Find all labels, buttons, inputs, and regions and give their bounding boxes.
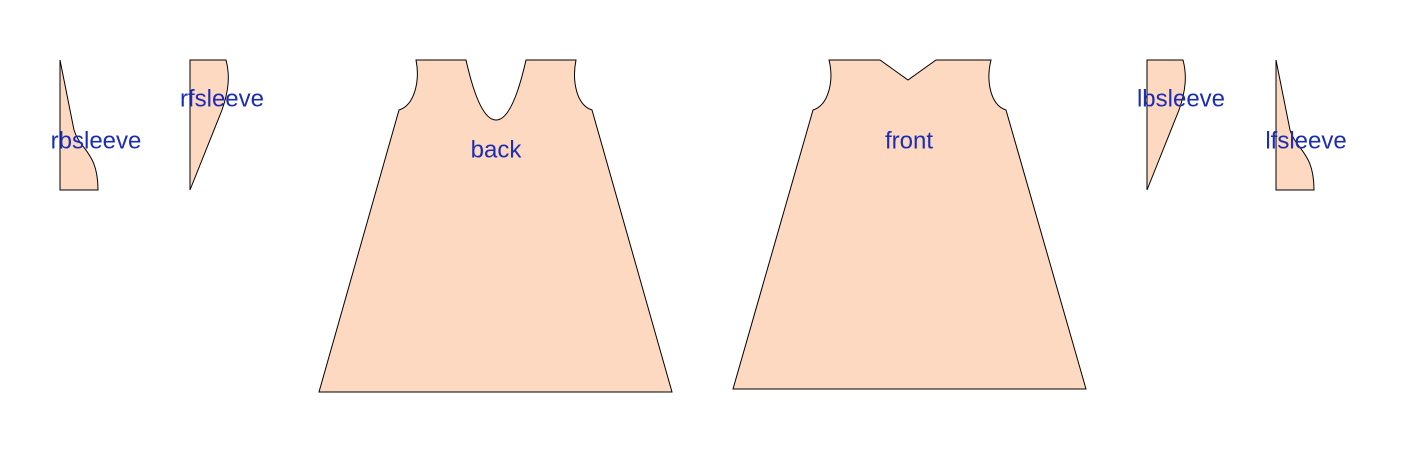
- lfsleeve-piece[interactable]: [1275, 59, 1315, 191]
- front-group: front: [732, 59, 1087, 390]
- rbsleeve-group: rbsleeve: [51, 59, 142, 191]
- front-piece[interactable]: [732, 59, 1087, 390]
- front-label: front: [885, 127, 933, 154]
- lbsleeve-label: lbsleeve: [1137, 85, 1225, 112]
- rbsleeve-label: rbsleeve: [51, 127, 142, 154]
- lfsleeve-label: lfsleeve: [1265, 127, 1346, 154]
- lfsleeve-group: lfsleeve: [1265, 59, 1347, 191]
- rfsleeve-label: rfsleeve: [180, 85, 264, 112]
- back-group: back: [318, 59, 673, 393]
- lbsleeve-piece[interactable]: [1146, 59, 1186, 191]
- back-piece[interactable]: [318, 59, 673, 393]
- rfsleeve-group: rfsleeve: [180, 59, 264, 191]
- rbsleeve-piece[interactable]: [59, 59, 99, 191]
- rfsleeve-piece[interactable]: [189, 59, 229, 191]
- lbsleeve-group: lbsleeve: [1137, 59, 1225, 191]
- back-label: back: [471, 136, 523, 163]
